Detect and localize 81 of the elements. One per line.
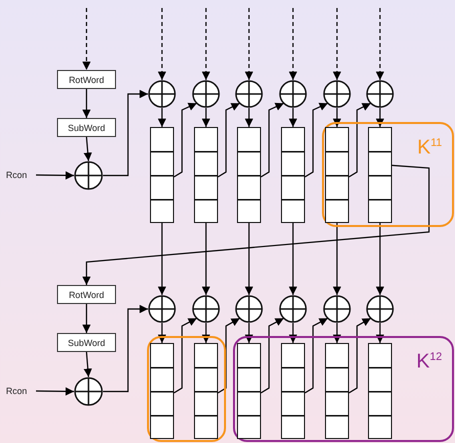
word-column: [368, 343, 392, 439]
word-column: [281, 127, 305, 223]
arrow: [174, 102, 198, 178]
arrow: [260, 318, 284, 394]
group-label: K$^{11}$: [417, 136, 442, 159]
arrow: [332, 8, 342, 80]
input-label: Rcon: [6, 384, 36, 398]
word-column: [194, 343, 218, 439]
arrow: [332, 223, 342, 295]
xor-symbol: [279, 295, 307, 323]
arrow: [288, 108, 298, 127]
xor-symbol: [279, 80, 307, 108]
arrow: [202, 223, 210, 295]
arrow: [82, 164, 430, 285]
arrow: [376, 8, 384, 80]
xor-symbol: [74, 161, 103, 190]
xor-symbol: [74, 377, 103, 406]
process-box: RotWord: [57, 285, 116, 304]
arrow: [158, 323, 166, 343]
xor-symbol: [323, 295, 351, 323]
xor-symbol: [192, 80, 220, 108]
process-box: RotWord: [57, 70, 116, 89]
process-box: SubWord: [57, 333, 116, 352]
word-column: [281, 343, 305, 439]
arrow: [84, 352, 92, 378]
word-column: [194, 127, 218, 223]
arrow: [304, 318, 328, 394]
arrow: [218, 102, 240, 178]
arrow: [82, 304, 91, 333]
xor-symbol: [192, 295, 220, 323]
arrow: [36, 171, 74, 180]
arrow: [288, 323, 298, 343]
group-outline: [322, 122, 454, 227]
word-column: [237, 343, 261, 439]
arrow: [348, 318, 372, 394]
arrow: [103, 90, 148, 176]
word-column: [368, 127, 392, 223]
arrow: [202, 8, 210, 80]
word-column: [325, 127, 349, 223]
arrow: [174, 318, 198, 394]
arrow: [332, 108, 342, 127]
arrow: [288, 223, 298, 295]
arrow: [244, 108, 254, 127]
xor-symbol: [323, 80, 351, 108]
process-box: SubWord: [57, 118, 116, 137]
arrow: [158, 223, 166, 295]
xor-symbol: [366, 80, 394, 108]
arrow: [158, 8, 166, 80]
arrow: [376, 108, 384, 127]
arrow: [36, 387, 74, 396]
arrow: [84, 136, 92, 162]
arrow: [103, 304, 148, 392]
xor-symbol: [366, 295, 394, 323]
arrow: [376, 323, 384, 343]
word-column: [150, 127, 174, 223]
word-column: [237, 127, 261, 223]
arrow: [244, 223, 254, 295]
arrow: [376, 223, 384, 295]
arrow: [202, 108, 210, 127]
arrow: [260, 102, 284, 178]
arrow: [158, 108, 166, 127]
arrow: [82, 89, 91, 118]
arrow: [348, 102, 372, 178]
arrow: [218, 318, 240, 394]
arrow: [288, 8, 298, 80]
arrow: [244, 323, 254, 343]
xor-symbol: [235, 295, 263, 323]
group-outline: [233, 336, 454, 442]
arrow: [202, 323, 210, 343]
xor-symbol: [148, 80, 176, 108]
xor-symbol: [148, 295, 176, 323]
arrow: [332, 323, 342, 343]
arrow: [82, 8, 91, 70]
group-label: K$^{12}$: [416, 350, 442, 373]
word-column: [150, 343, 174, 439]
xor-symbol: [235, 80, 263, 108]
arrow: [304, 102, 328, 178]
input-label: Rcon: [6, 168, 36, 182]
group-outline: [147, 336, 226, 442]
word-column: [325, 343, 349, 439]
arrow: [244, 8, 254, 80]
